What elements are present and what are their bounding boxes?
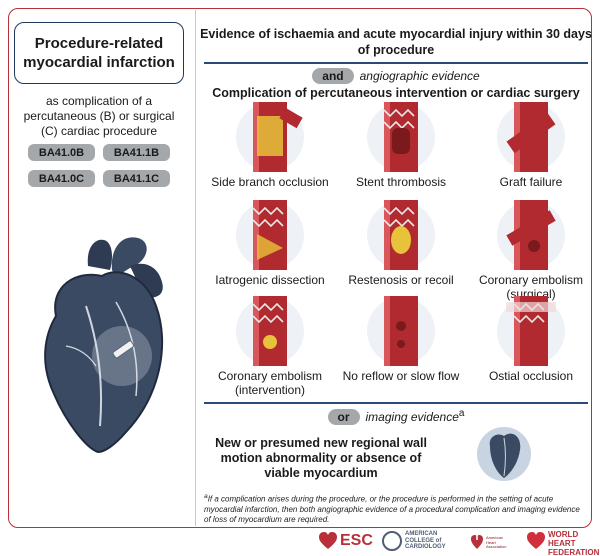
coronary-embolism-intervention-illustration: [205, 296, 335, 366]
side-branch-occlusion-illustration: [205, 102, 335, 172]
aha-line: Association: [486, 544, 507, 549]
whf-line: FEDERATION: [548, 548, 600, 556]
footnote-text: If a complication arises during the proc…: [204, 494, 580, 524]
title-box: Procedure-related myocardial infarction: [14, 22, 184, 84]
divider: [204, 62, 588, 64]
ostial-occlusion-illustration: [466, 296, 596, 366]
code-badge: BA41.1C: [103, 170, 170, 187]
code-badge: BA41.0B: [28, 144, 95, 161]
or-text: imaging evidence: [365, 410, 459, 424]
stent-thrombosis-illustration: [336, 102, 466, 172]
acc-seal-icon: [382, 531, 402, 551]
or-superscript: a: [458, 408, 465, 419]
complication-graft-failure: Graft failure: [466, 102, 596, 189]
complication-label: Restenosis or recoil: [348, 273, 454, 287]
and-row: and angiographic evidence: [200, 68, 592, 84]
complication-no-reflow-or-slow-flow: No reflow or slow flow: [336, 296, 466, 383]
whf-line: HEART: [548, 539, 576, 548]
whf-logo-text: WORLD HEART FEDERATION: [548, 530, 599, 556]
complication-label: Iatrogenic dissection: [215, 273, 325, 287]
and-text: angiographic evidence: [359, 69, 480, 83]
complication-label: Coronary embolism (intervention): [217, 369, 323, 397]
small-heart-icon: [477, 427, 531, 481]
complication-label: Ostial occlusion: [488, 369, 574, 383]
no-reflow-or-slow-flow-illustration: [336, 296, 466, 366]
graft-failure-illustration: [466, 102, 596, 172]
aha-logo-text: American Heart Association: [486, 535, 507, 550]
aha-line: American: [486, 535, 503, 540]
code-badge: BA41.0C: [28, 170, 95, 187]
whf-heart-icon: [527, 532, 545, 549]
heart-illustration: [44, 237, 163, 454]
restenosis-or-recoil-illustration: [336, 200, 466, 270]
left-subtitle: as complication of a percutaneous (B) or…: [23, 94, 175, 138]
left-panel: [10, 10, 196, 526]
aha-line: Heart: [486, 539, 496, 545]
or-row: or imaging evidencea: [200, 408, 592, 425]
page-title: Procedure-related myocardial infarction: [23, 35, 175, 71]
acc-line: CARDIOLOGY: [405, 544, 446, 550]
outer-frame: [8, 8, 592, 528]
complication-label: Side branch occlusion: [211, 175, 329, 189]
footnote: aIf a complication arises during the pro…: [204, 492, 588, 525]
complication-ostial-occlusion: Ostial occlusion: [466, 296, 596, 383]
aha-heart-torch-icon: [471, 531, 483, 549]
imaging-evidence-text: New or presumed new regional wall motion…: [215, 436, 427, 480]
coronary-embolism-surgical-illustration: [466, 200, 596, 270]
divider: [204, 402, 588, 404]
complication-coronary-embolism-intervention: Coronary embolism (intervention): [205, 296, 335, 397]
complication-heading: Complication of percutaneous interventio…: [212, 86, 580, 100]
or-pill: or: [327, 409, 360, 425]
and-pill: and: [312, 68, 354, 84]
complication-side-branch-occlusion: Side branch occlusion: [205, 102, 335, 189]
logo-bar: ESC AMERICAN COLLEGE of CARDIOLOGY Ameri…: [318, 528, 599, 556]
complication-iatrogenic-dissection: Iatrogenic dissection: [205, 200, 335, 287]
esc-logo-text: ESC: [340, 532, 373, 549]
acc-line: AMERICAN: [405, 531, 438, 537]
complication-label: Stent thrombosis: [355, 175, 447, 189]
iatrogenic-dissection-illustration: [205, 200, 335, 270]
complication-coronary-embolism-surgical: Coronary embolism (surgical): [466, 200, 596, 301]
complication-label: Graft failure: [499, 175, 563, 189]
acc-line: COLLEGE of: [405, 537, 442, 544]
complication-label: No reflow or slow flow: [342, 369, 460, 383]
footnote-mark: a: [204, 493, 208, 500]
complication-stent-thrombosis: Stent thrombosis: [336, 102, 466, 189]
complication-restenosis-or-recoil: Restenosis or recoil: [336, 200, 466, 287]
code-badge: BA41.1B: [103, 144, 170, 161]
code-badges: BA41.0B BA41.1B BA41.0C BA41.1C: [28, 144, 170, 187]
whf-line: WORLD: [548, 530, 579, 539]
esc-heart-icon: [319, 532, 337, 549]
evidence-heading: Evidence of ischaemia and acute myocardi…: [200, 27, 592, 57]
acc-logo-text: AMERICAN COLLEGE of CARDIOLOGY: [405, 531, 446, 551]
